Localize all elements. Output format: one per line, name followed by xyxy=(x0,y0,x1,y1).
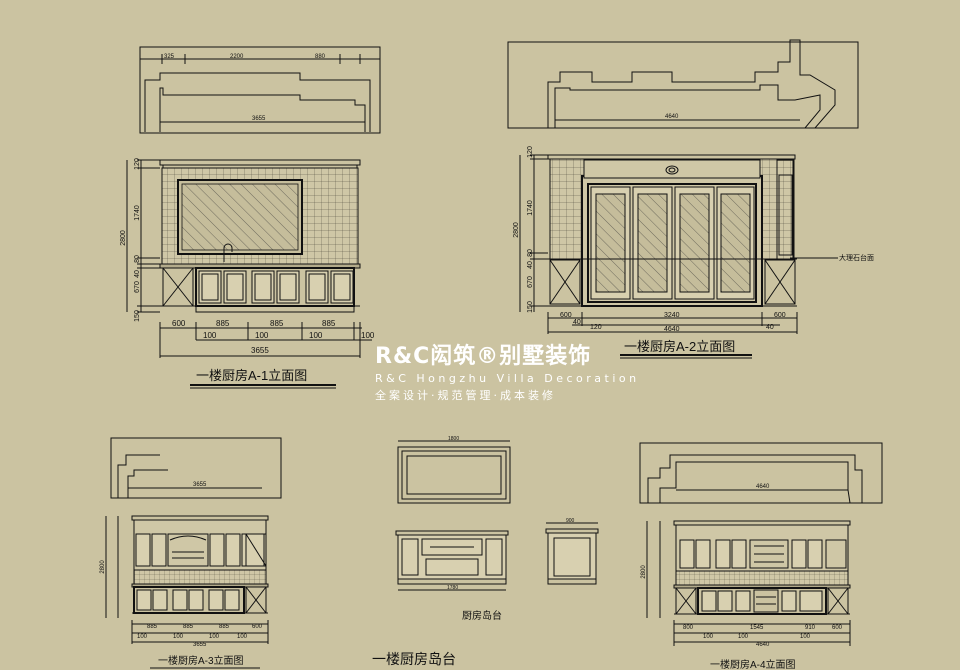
island-side-dim: 900 xyxy=(566,518,575,524)
a4-plan-view: 4640 xyxy=(639,442,883,504)
a4-w-3: 910 xyxy=(805,625,816,631)
a2-h-4: 40 xyxy=(527,261,534,269)
a1-h-1: 120 xyxy=(134,158,141,170)
watermark-slogan: 全案设计·规范管理·成本装修 xyxy=(375,389,556,402)
a4-total: 4640 xyxy=(756,642,770,648)
a2-w-3: 600 xyxy=(774,312,786,319)
a4-gap-3: 100 xyxy=(800,634,811,640)
a3-w-3: 885 xyxy=(219,624,230,630)
a4-w-1: 800 xyxy=(683,625,694,631)
a2-h-5: 670 xyxy=(527,276,534,288)
a1-h-3: 80 xyxy=(134,255,141,263)
a1-plan-dim-1: 325 xyxy=(164,54,175,60)
a4-gap-2: 100 xyxy=(738,634,749,640)
a1-h-5: 670 xyxy=(134,281,141,293)
island-bottom-dim: 1780 xyxy=(447,585,458,591)
a2-s-3: 40 xyxy=(766,324,774,331)
a2-total: 4640 xyxy=(664,326,680,333)
a2-doors xyxy=(590,186,755,300)
a4-title: 一楼厨房A-4立面图 xyxy=(710,658,796,670)
a1-plan-view: 325 2200 880 3655 xyxy=(139,46,381,134)
a2-w-1: 600 xyxy=(560,312,572,319)
a3-elevation: 2800 885 885 885 600 100 100 100 100 365… xyxy=(100,515,269,669)
a1-h-2: 1740 xyxy=(134,205,141,221)
a1-elevation: 120 1740 80 40 670 150 2800 600 885 885 … xyxy=(120,158,375,389)
a3-total: 3655 xyxy=(193,642,207,648)
a3-w-2: 885 xyxy=(183,624,194,630)
a2-plan-view: 4640 xyxy=(507,39,859,129)
a3-plan-view: 3655 xyxy=(110,437,282,499)
watermark: R&C闳筑®别墅装饰 R&C Hongzhu Villa Decoration … xyxy=(375,338,640,403)
a2-h-3: 80 xyxy=(527,249,534,257)
a1-h-total: 2800 xyxy=(120,230,127,246)
a1-h-4: 40 xyxy=(134,270,141,278)
a2-elevation: 大理石台面 120 1740 80 40 670 150 2800 600 32… xyxy=(513,146,874,359)
island-big-title: 一楼厨房岛台 xyxy=(372,651,456,667)
a1-plan-total: 3655 xyxy=(252,116,266,122)
a4-w-2: 1545 xyxy=(750,625,764,631)
a1-gap-1: 100 xyxy=(203,331,217,340)
watermark-english: R&C Hongzhu Villa Decoration xyxy=(375,372,640,385)
a2-h-2: 1740 xyxy=(527,200,534,216)
a1-w-1: 600 xyxy=(172,319,186,328)
a1-w-2: 885 xyxy=(216,319,230,328)
a1-gap-2: 100 xyxy=(255,331,269,340)
a1-h-6: 150 xyxy=(134,310,141,322)
a2-h-1: 120 xyxy=(527,146,534,158)
a1-gap-3: 100 xyxy=(309,331,323,340)
a1-w-4: 885 xyxy=(322,319,336,328)
island-top-dim: 1800 xyxy=(448,436,459,442)
a3-h-total: 2800 xyxy=(100,560,106,574)
a2-s-1: 40 xyxy=(573,319,581,326)
a4-h-total: 2800 xyxy=(641,565,647,579)
a3-w-4: 600 xyxy=(252,624,263,630)
a1-base-cabinets xyxy=(195,267,355,307)
a4-elevation: 2800 800 1545 910 600 100 100 100 4640 一… xyxy=(641,520,851,670)
a1-w-5: 100 xyxy=(361,331,375,340)
a4-gap-1: 100 xyxy=(703,634,714,640)
a2-marble-label: 大理石台面 xyxy=(839,253,874,262)
a2-title: 一楼厨房A-2立面图 xyxy=(624,339,735,354)
a2-w-2: 3240 xyxy=(664,312,680,319)
a3-w-1: 885 xyxy=(147,624,158,630)
island-small-title: 厨房岛台 xyxy=(462,609,502,622)
island-views: 1800 1780 900 厨房岛台 一楼厨房岛台 xyxy=(372,436,599,667)
a1-title: 一楼厨房A-1立面图 xyxy=(196,368,307,383)
a2-s-2: 120 xyxy=(590,324,602,331)
a2-h-6: 150 xyxy=(527,301,534,313)
a3-title: 一楼厨房A-3立面图 xyxy=(158,654,244,667)
a1-plan-dim-3: 880 xyxy=(315,54,326,60)
a2-plan-total: 4640 xyxy=(665,114,679,120)
a1-w-3: 885 xyxy=(270,319,284,328)
a3-gap-1: 100 xyxy=(137,634,148,640)
a2-h-total: 2800 xyxy=(513,222,520,238)
watermark-brand: R&C闳筑®别墅装饰 xyxy=(375,344,592,369)
a4-plan-total: 4640 xyxy=(756,484,770,490)
a4-w-4: 600 xyxy=(832,625,843,631)
a3-plan-total: 3655 xyxy=(193,482,207,488)
a3-gap-4: 100 xyxy=(237,634,248,640)
a1-plan-dim-2: 2200 xyxy=(230,54,244,60)
a3-gap-2: 100 xyxy=(173,634,184,640)
a3-gap-3: 100 xyxy=(209,634,220,640)
a1-total: 3655 xyxy=(251,346,269,355)
